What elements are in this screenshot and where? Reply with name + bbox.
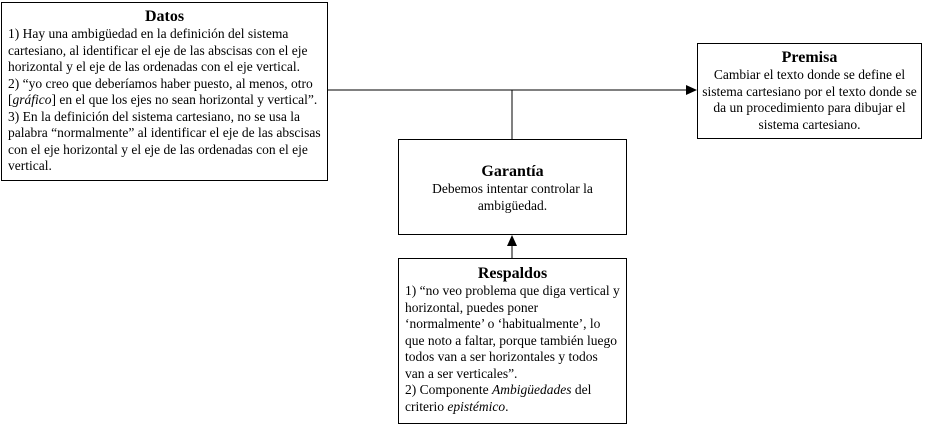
respaldos-text: 1) “no veo problema que diga vertical y …: [405, 283, 620, 415]
datos-text: 1) Hay una ambigüedad en la definición d…: [8, 26, 321, 175]
garantia-box: Garantía Debemos intentar controlar la a…: [398, 139, 627, 235]
premisa-text: Cambiar el texto donde se define el sist…: [702, 67, 917, 132]
garantia-arrowhead: [507, 235, 517, 246]
datos-item-1: 1) Hay una ambigüedad en la definición d…: [8, 26, 308, 74]
garantia-title: Garantía: [481, 163, 544, 180]
premisa-title: Premisa: [781, 49, 838, 66]
respaldos-box: Respaldos 1) “no veo problema que diga v…: [398, 258, 627, 424]
datos-item-2: 2) “yo creo que deberíamos haber puesto,…: [8, 75, 318, 108]
premisa-box: Premisa Cambiar el texto donde se define…: [697, 43, 922, 139]
respaldos-item-2: 2) Componente Ambigüedades del criterio …: [405, 382, 592, 414]
datos-box: Datos 1) Hay una ambigüedad en la defini…: [1, 2, 328, 181]
garantia-text: Debemos intentar controlar la ambigüedad…: [432, 181, 593, 213]
datos-item-3: 3) En la definición del sistema cartesia…: [8, 108, 321, 174]
datos-title: Datos: [144, 8, 185, 25]
respaldos-title: Respaldos: [477, 265, 548, 282]
respaldos-item-1: 1) “no veo problema que diga vertical y …: [405, 283, 620, 381]
premisa-arrowhead: [686, 85, 697, 95]
